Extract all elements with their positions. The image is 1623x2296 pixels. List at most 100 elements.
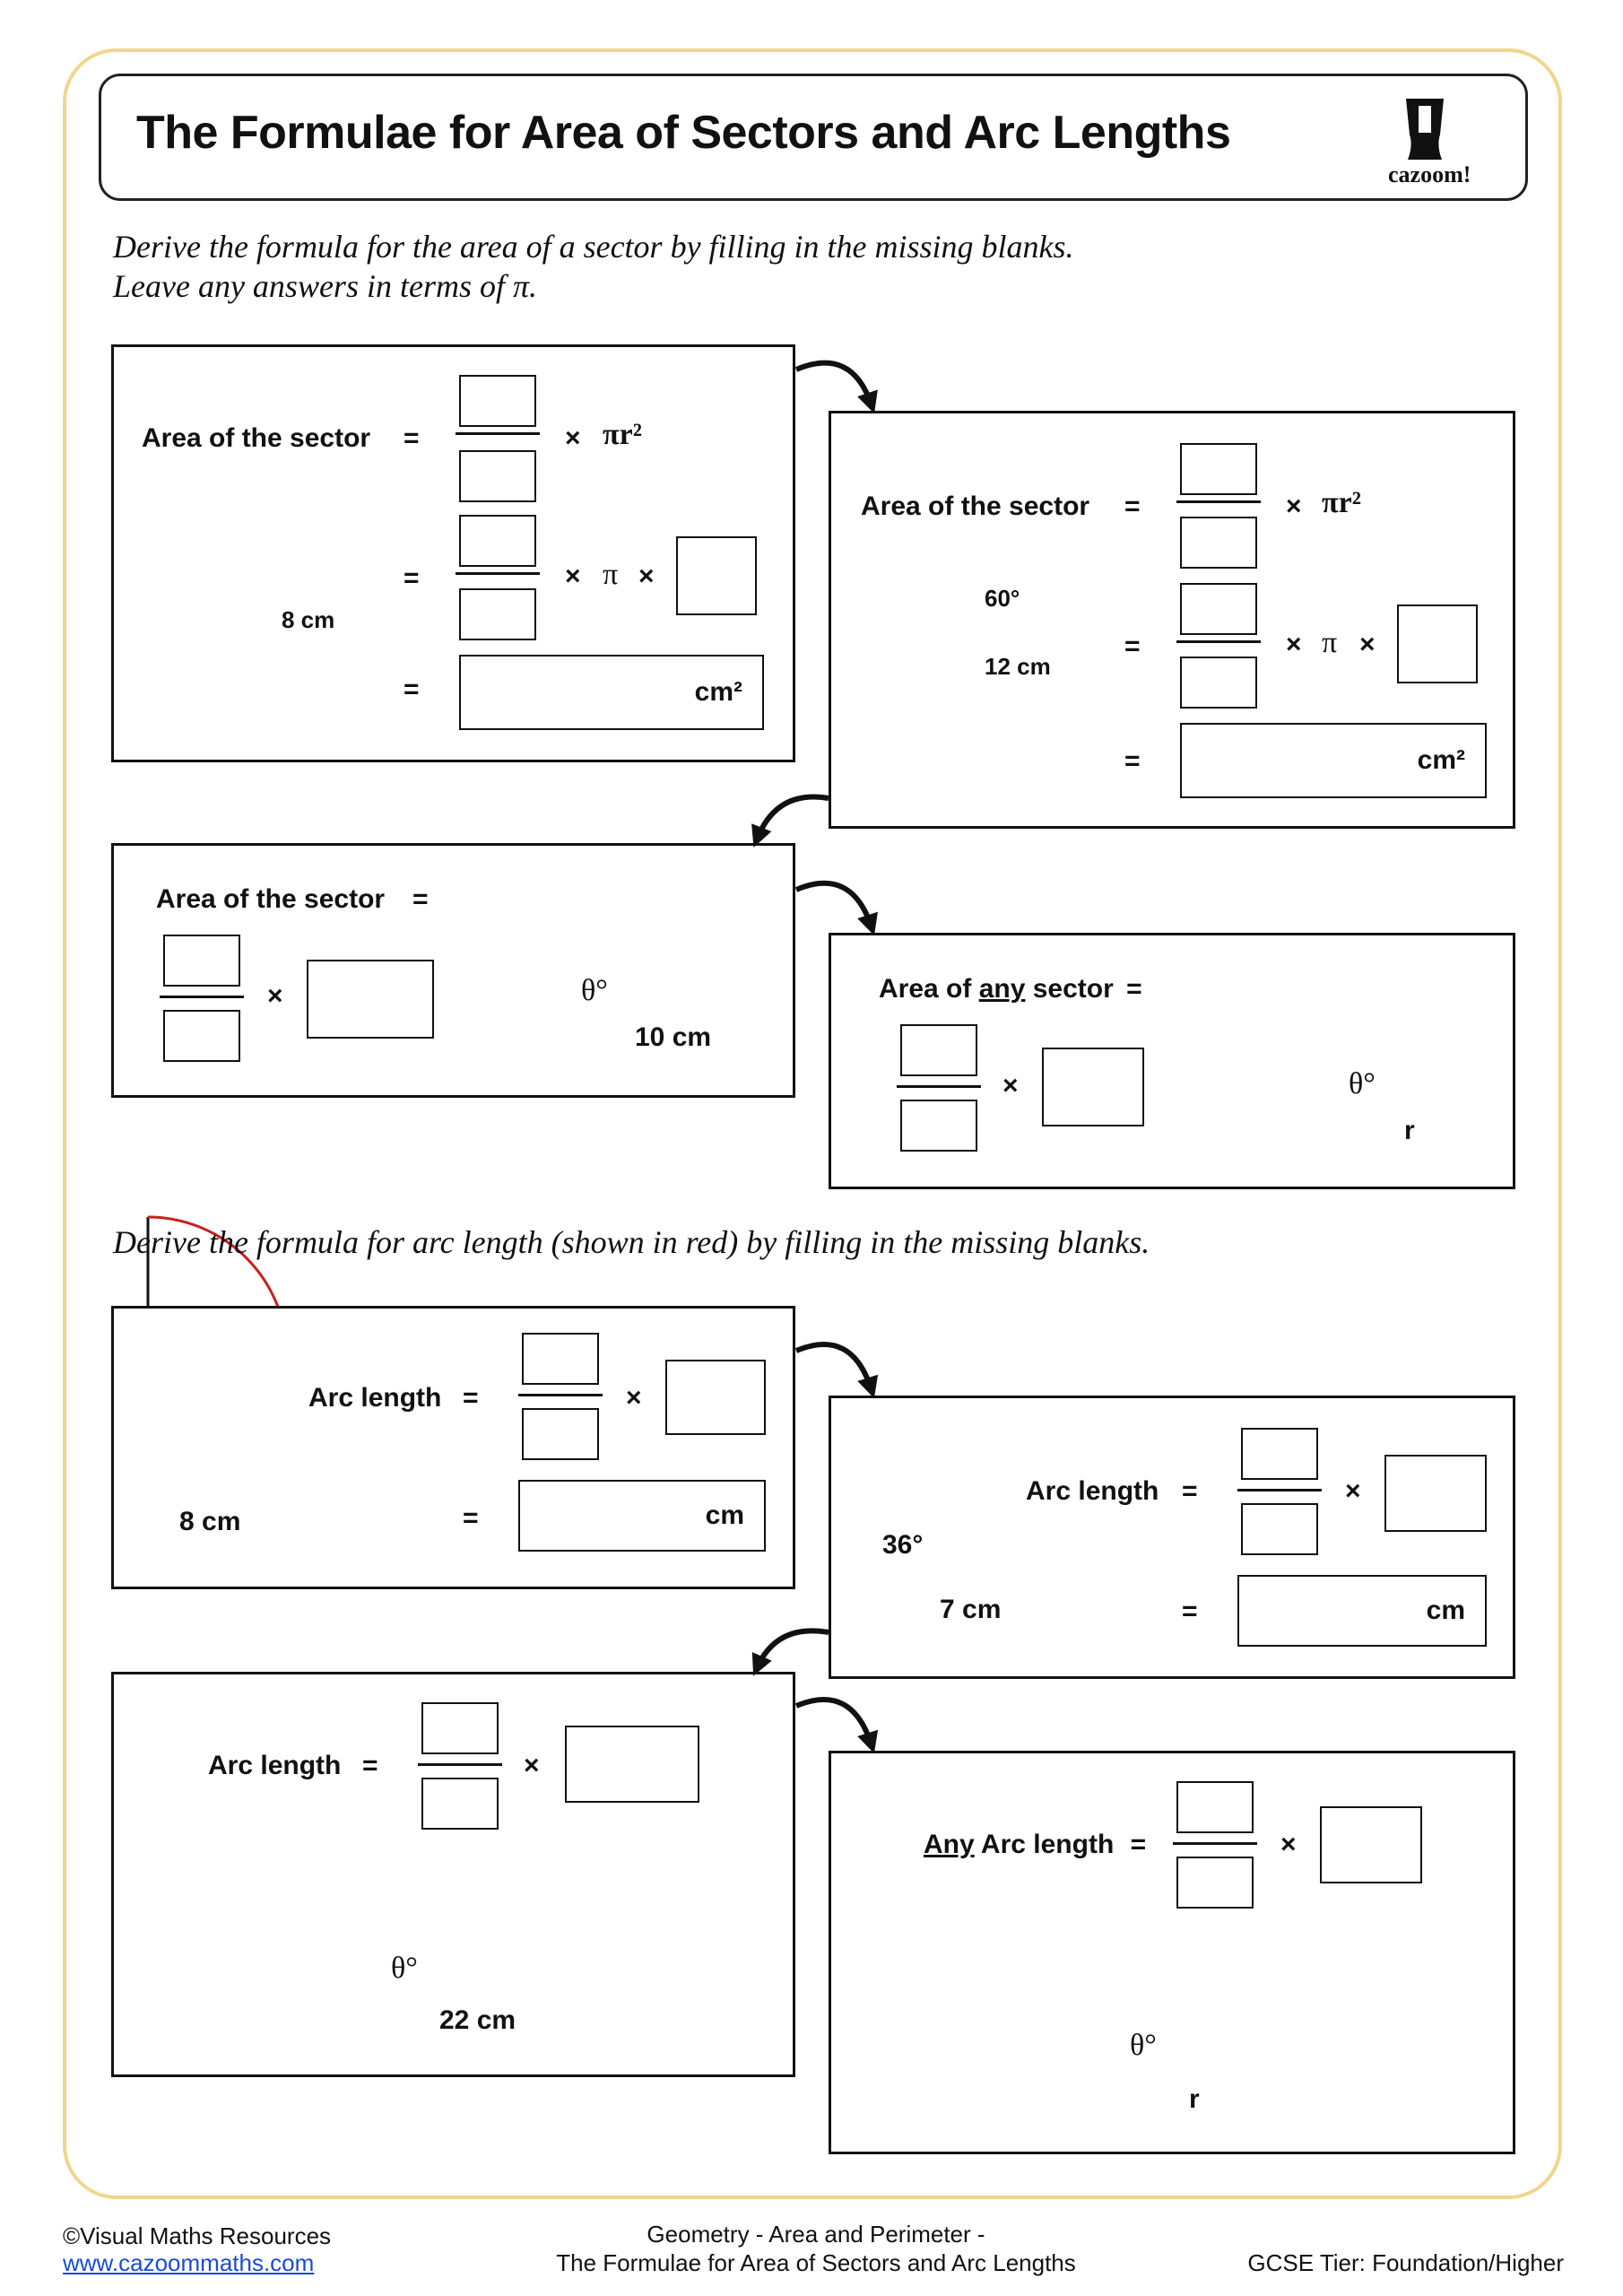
p2-equals-2: = — [1124, 631, 1141, 661]
page-frame — [63, 48, 1562, 2199]
p1-area-label: Area of the sector — [142, 423, 371, 453]
p6-equals-2: = — [1182, 1596, 1198, 1626]
p3-fraction-bar — [160, 996, 244, 998]
p2-equals-3: = — [1124, 746, 1141, 776]
p2-radius-label: 12 cm — [985, 653, 1051, 680]
p5-fraction-bar — [518, 1394, 603, 1396]
p5-fraction-numerator-box[interactable] — [522, 1333, 599, 1385]
p7-fraction-bar — [418, 1763, 502, 1766]
p1-fraction1-bar — [456, 432, 540, 435]
p2-radius-squared-box[interactable] — [1397, 604, 1478, 683]
p3-radius-label: 10 cm — [635, 1022, 712, 1052]
p7-times: × — [524, 1751, 540, 1780]
p6-fraction-numerator-box[interactable] — [1241, 1428, 1318, 1480]
p8-arc-label: Any Arc length = — [924, 1830, 1146, 1860]
p4-fraction-denominator-box[interactable] — [900, 1100, 977, 1152]
p6-fraction-bar — [1237, 1489, 1322, 1492]
p1-pi: π — [603, 558, 619, 591]
p7-fraction-denominator-box[interactable] — [421, 1778, 499, 1830]
p2-fraction2-numerator-box[interactable] — [1180, 583, 1257, 635]
p6-unit: cm — [1426, 1596, 1465, 1625]
p7-fraction-numerator-box[interactable] — [421, 1702, 499, 1754]
arrow-2-to-3 — [751, 794, 829, 848]
p2-answer-box[interactable]: cm² — [1180, 723, 1487, 798]
arrow-3-to-4 — [794, 880, 878, 936]
p4-equals: = — [1126, 974, 1142, 1004]
p8-times: × — [1280, 1830, 1297, 1859]
cazoom-logo-icon — [1406, 99, 1444, 160]
p1-fraction2-denominator-box[interactable] — [459, 588, 536, 640]
p6-equals-1: = — [1182, 1476, 1198, 1506]
p7-radius-label: 22 cm — [439, 2005, 516, 2035]
p2-fraction2-denominator-box[interactable] — [1180, 657, 1257, 709]
p8-fraction-numerator-box[interactable] — [1176, 1781, 1254, 1833]
footer-topic-line2: The Formulae for Area of Sectors and Arc… — [556, 2249, 1076, 2276]
cazoom-logo-text: cazoom! — [1388, 161, 1471, 187]
instruction-area-1: Derive the formula for the area of a sec… — [113, 229, 1074, 265]
footer-website-link[interactable]: www.cazoommaths.com — [63, 2249, 315, 2276]
p8-fraction-denominator-box[interactable] — [1176, 1857, 1254, 1909]
p6-expression-box[interactable] — [1384, 1455, 1487, 1532]
p4-any: any — [978, 974, 1026, 1004]
p8-equals: = — [1130, 1830, 1147, 1859]
arrow-6-to-7 — [751, 1628, 829, 1676]
p6-answer-box[interactable]: cm — [1237, 1575, 1487, 1647]
p1-unit: cm² — [694, 677, 742, 707]
p7-arc-label: Arc length — [208, 1751, 342, 1780]
p3-fraction-denominator-box[interactable] — [163, 1010, 240, 1062]
p2-area-label: Area of the sector — [861, 491, 1090, 521]
title-box — [99, 74, 1528, 201]
p5-fraction-denominator-box[interactable] — [522, 1408, 599, 1460]
p5-answer-box[interactable]: cm — [518, 1480, 766, 1552]
p5-arc-label: Arc length — [308, 1383, 442, 1413]
page-title: The Formulae for Area of Sectors and Arc… — [136, 107, 1231, 159]
p5-expression-box[interactable] — [665, 1360, 766, 1435]
p8-expression-box[interactable] — [1320, 1806, 1422, 1883]
p5-unit: cm — [705, 1500, 744, 1530]
p6-angle-label: 36° — [882, 1530, 924, 1560]
p8-radius-label: r — [1189, 2084, 1200, 2114]
p3-fraction-numerator-box[interactable] — [163, 935, 240, 987]
p5-times: × — [626, 1383, 642, 1413]
p1-fraction1-denominator-box[interactable] — [459, 450, 536, 502]
p8-arc-length: Arc length — [980, 1830, 1115, 1859]
p1-answer-box[interactable]: cm² — [459, 655, 764, 730]
p1-times-3: × — [638, 561, 655, 591]
arrow-7-to-8 — [794, 1697, 879, 1754]
p2-fraction1-numerator-box[interactable] — [1180, 443, 1257, 495]
p2-pi: π — [1322, 626, 1338, 659]
p2-fraction1-bar — [1176, 500, 1261, 503]
p3-expression-box[interactable] — [307, 960, 434, 1039]
p1-radius-squared-box[interactable] — [676, 536, 757, 615]
p2-angle-label: 60° — [985, 585, 1020, 612]
footer-topic-line1: Geometry - Area and Perimeter - — [647, 2221, 985, 2248]
p2-unit: cm² — [1417, 745, 1465, 775]
p8-any: Any — [924, 1830, 975, 1859]
p4-fraction-numerator-box[interactable] — [900, 1024, 977, 1076]
p2-fraction2-bar — [1176, 640, 1261, 643]
footer-copyright: ©Visual Maths Resources — [63, 2222, 332, 2249]
p1-fraction1-numerator-box[interactable] — [459, 375, 536, 427]
p1-radius-label: 8 cm — [282, 606, 335, 633]
p4-expression-box[interactable] — [1042, 1048, 1144, 1126]
p2-fraction1-denominator-box[interactable] — [1180, 517, 1257, 569]
p2-equals-1: = — [1124, 491, 1141, 521]
p1-fraction2-numerator-box[interactable] — [459, 515, 536, 567]
p1-equals-3: = — [404, 674, 420, 704]
p8-fraction-bar — [1173, 1842, 1257, 1845]
p1-pi-r2: πr² — [603, 418, 642, 451]
p6-arc-label: Arc length — [1026, 1476, 1159, 1506]
p7-expression-box[interactable] — [565, 1726, 699, 1803]
p3-equals: = — [412, 884, 429, 914]
p1-equals-2: = — [404, 563, 420, 593]
p2-times-3: × — [1359, 630, 1376, 659]
p4-fraction-bar — [897, 1085, 981, 1088]
p2-pi-r2: πr² — [1322, 486, 1361, 519]
p6-fraction-denominator-box[interactable] — [1241, 1503, 1318, 1555]
p6-radius-label: 7 cm — [940, 1595, 1002, 1624]
p4-area-label: Area of any sector = — [879, 974, 1142, 1004]
p3-area-label: Area of the sector — [156, 884, 386, 914]
p7-equals: = — [362, 1751, 378, 1780]
instruction-area-2: Leave any answers in terms of π. — [113, 268, 537, 304]
